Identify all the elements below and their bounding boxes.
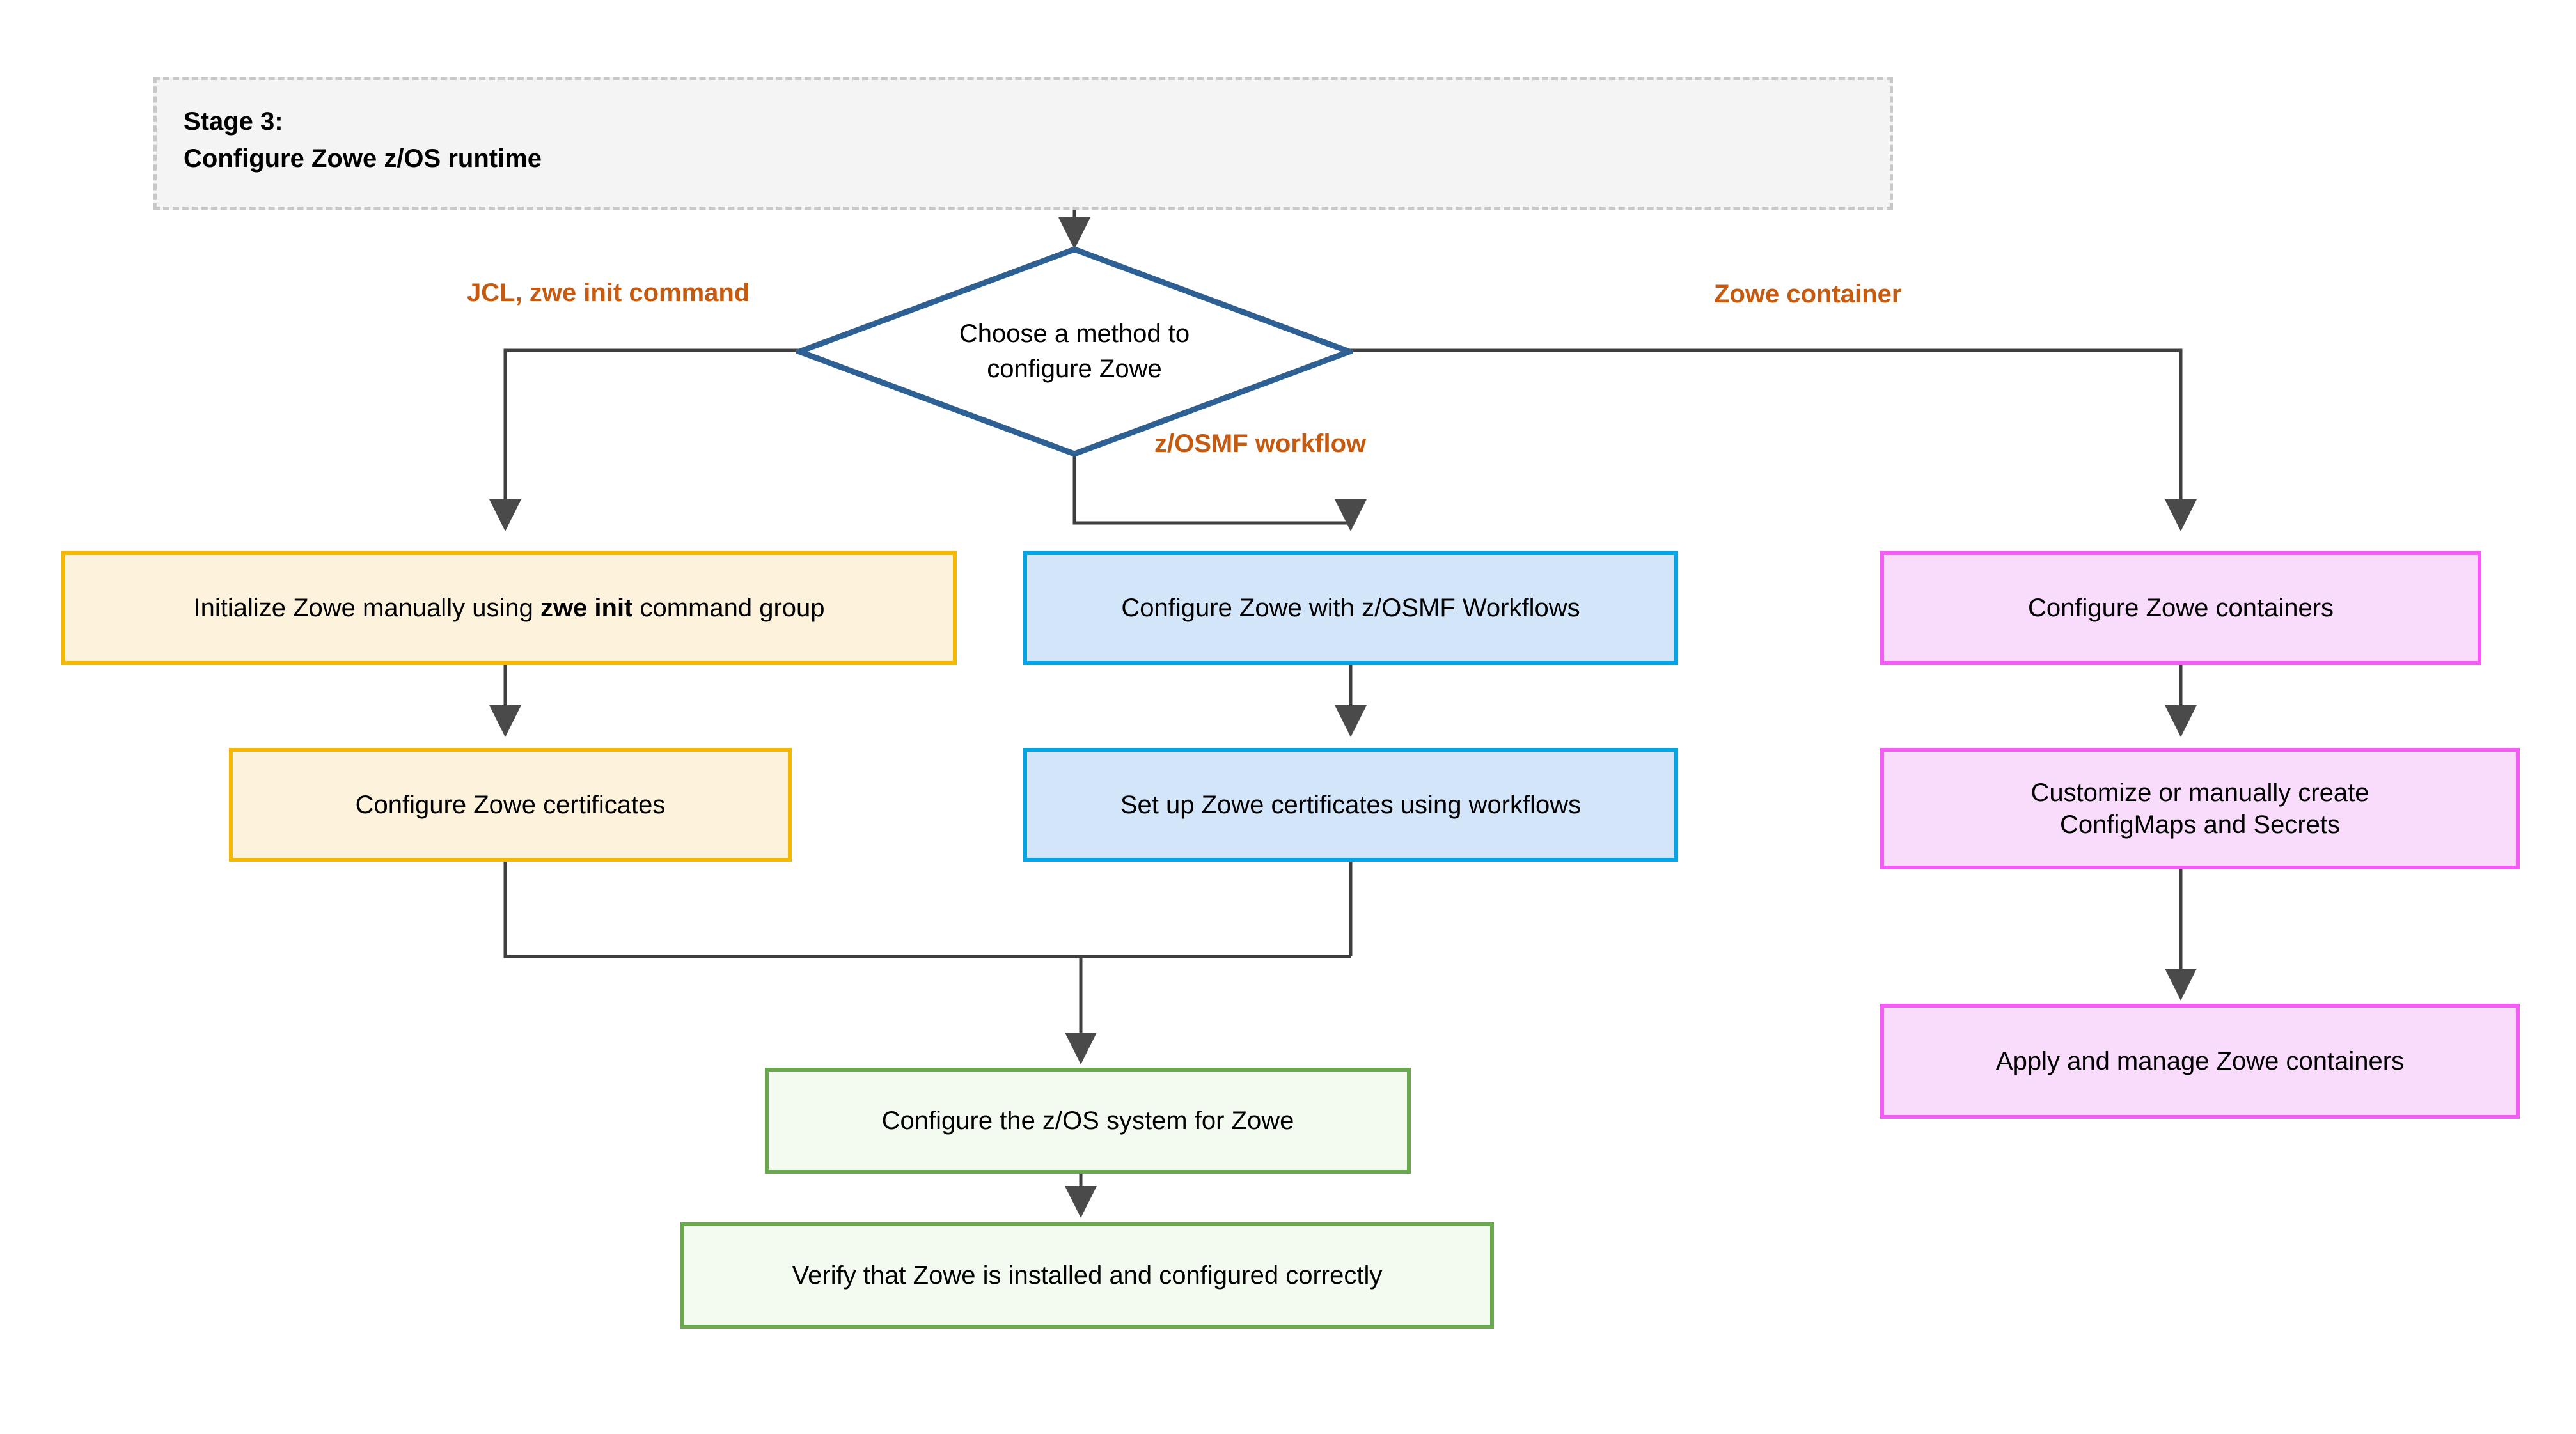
edge-decision-to-init-manual	[489, 348, 799, 531]
branch-label-jcl-zwe-init: JCL, zwe init command	[467, 279, 750, 307]
node-configure-zowe-with-zosmf-workflows[interactable]: Configure Zowe with z/OSMF Workflows	[1023, 551, 1678, 665]
decision-node-choose-method[interactable]: Choose a method to configure Zowe	[796, 246, 1353, 457]
node-customize-configmaps-secrets-text: Customize or manually create ConfigMaps …	[2022, 777, 2378, 841]
node-verify-zowe-installed-text: Verify that Zowe is installed and config…	[792, 1261, 1383, 1290]
branch-label-zowe-container: Zowe container	[1714, 280, 1902, 308]
node-initialize-zowe-manually[interactable]: Initialize Zowe manually using zwe init …	[61, 551, 957, 665]
node-setup-zowe-certificates-using-workflows[interactable]: Set up Zowe certificates using workflows	[1023, 748, 1678, 862]
stage-header-box: Stage 3: Configure Zowe z/OS runtime	[153, 77, 1893, 210]
node-configure-zowe-with-zosmf-workflows-text: Configure Zowe with z/OSMF Workflows	[1121, 594, 1580, 622]
node-configure-zos-system-for-zowe-text: Configure the z/OS system for Zowe	[881, 1107, 1294, 1135]
node-customize-configmaps-secrets[interactable]: Customize or manually create ConfigMaps …	[1880, 748, 2520, 869]
node-setup-zowe-certificates-using-workflows-text: Set up Zowe certificates using workflows	[1120, 791, 1582, 819]
node-configure-zowe-containers[interactable]: Configure Zowe containers	[1880, 551, 2481, 665]
init-manual-post: command group	[632, 594, 825, 622]
node-apply-manage-zowe-containers[interactable]: Apply and manage Zowe containers	[1880, 1004, 2520, 1119]
stage-header-line1: Stage 3:	[184, 107, 283, 136]
decision-diamond-shape	[796, 246, 1353, 457]
node-apply-manage-zowe-containers-text: Apply and manage Zowe containers	[1995, 1047, 2405, 1075]
edge-decision-to-containers	[1349, 348, 2197, 531]
edge-decision-to-workflows	[1072, 455, 1367, 531]
stage-header-text: Stage 3: Configure Zowe z/OS runtime	[157, 80, 542, 177]
customize-configmaps-line1: Customize or manually create	[2030, 779, 2369, 807]
node-verify-zowe-installed[interactable]: Verify that Zowe is installed and config…	[680, 1222, 1494, 1329]
stage-header-line2: Configure Zowe z/OS runtime	[184, 144, 542, 173]
decision-label-line1: Choose a method to	[959, 319, 1190, 348]
node-configure-zowe-certificates[interactable]: Configure Zowe certificates	[229, 748, 792, 862]
customize-configmaps-line2: ConfigMaps and Secrets	[2059, 811, 2340, 839]
init-manual-bold: zwe init	[540, 594, 633, 622]
decision-label-line2: configure Zowe	[987, 355, 1162, 383]
node-configure-zos-system-for-zowe[interactable]: Configure the z/OS system for Zowe	[765, 1068, 1411, 1174]
decision-label: Choose a method to configure Zowe	[796, 246, 1353, 457]
edge-certs-merge	[503, 862, 1351, 958]
branch-label-zosmf-workflow: z/OSMF workflow	[1154, 430, 1367, 458]
node-configure-zowe-containers-text: Configure Zowe containers	[2027, 594, 2334, 622]
node-initialize-zowe-manually-text: Initialize Zowe manually using zwe init …	[184, 592, 833, 624]
init-manual-pre: Initialize Zowe manually using	[193, 594, 540, 622]
node-configure-zowe-certificates-text: Configure Zowe certificates	[355, 791, 666, 819]
